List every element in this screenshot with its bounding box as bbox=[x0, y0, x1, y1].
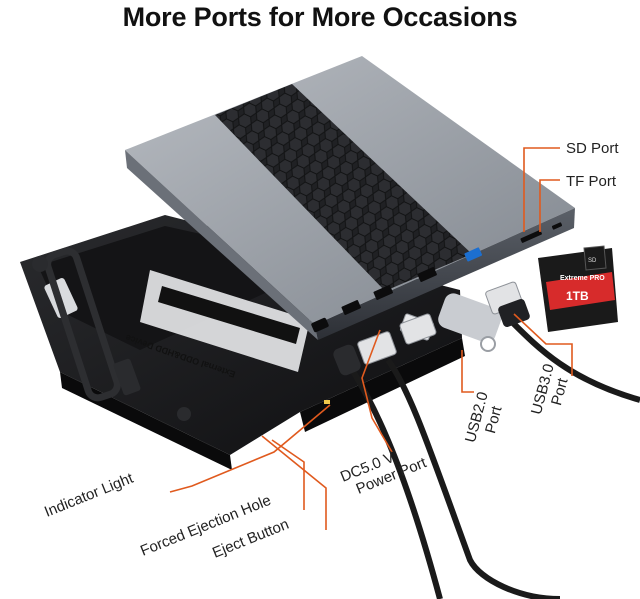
usb2-callout-line bbox=[461, 350, 474, 393]
indicator-callout-line bbox=[169, 404, 331, 493]
svg-text:Extreme PRO: Extreme PRO bbox=[560, 275, 605, 282]
eject-callout-line bbox=[261, 435, 327, 530]
sd-port-callout-line bbox=[523, 147, 560, 232]
usb3-callout-line bbox=[513, 313, 573, 376]
tf-port-callout-line bbox=[539, 179, 560, 232]
forced-eject-callout-line bbox=[271, 439, 305, 510]
tf-port-label: TF Port bbox=[566, 173, 617, 190]
svg-text:1TB: 1TB bbox=[566, 289, 589, 303]
dc-callout-line bbox=[361, 329, 393, 453]
sd-card: Extreme PRO 1TB SD bbox=[538, 245, 618, 332]
top-drive bbox=[125, 56, 575, 340]
sd-port-label: SD Port bbox=[566, 140, 619, 157]
callout-lines bbox=[169, 147, 573, 530]
usb2-and-dc-cables bbox=[333, 313, 561, 599]
page-title: More Ports for More Occasions bbox=[122, 2, 518, 32]
usb3-cable bbox=[485, 281, 640, 403]
svg-text:SD: SD bbox=[588, 258, 597, 264]
